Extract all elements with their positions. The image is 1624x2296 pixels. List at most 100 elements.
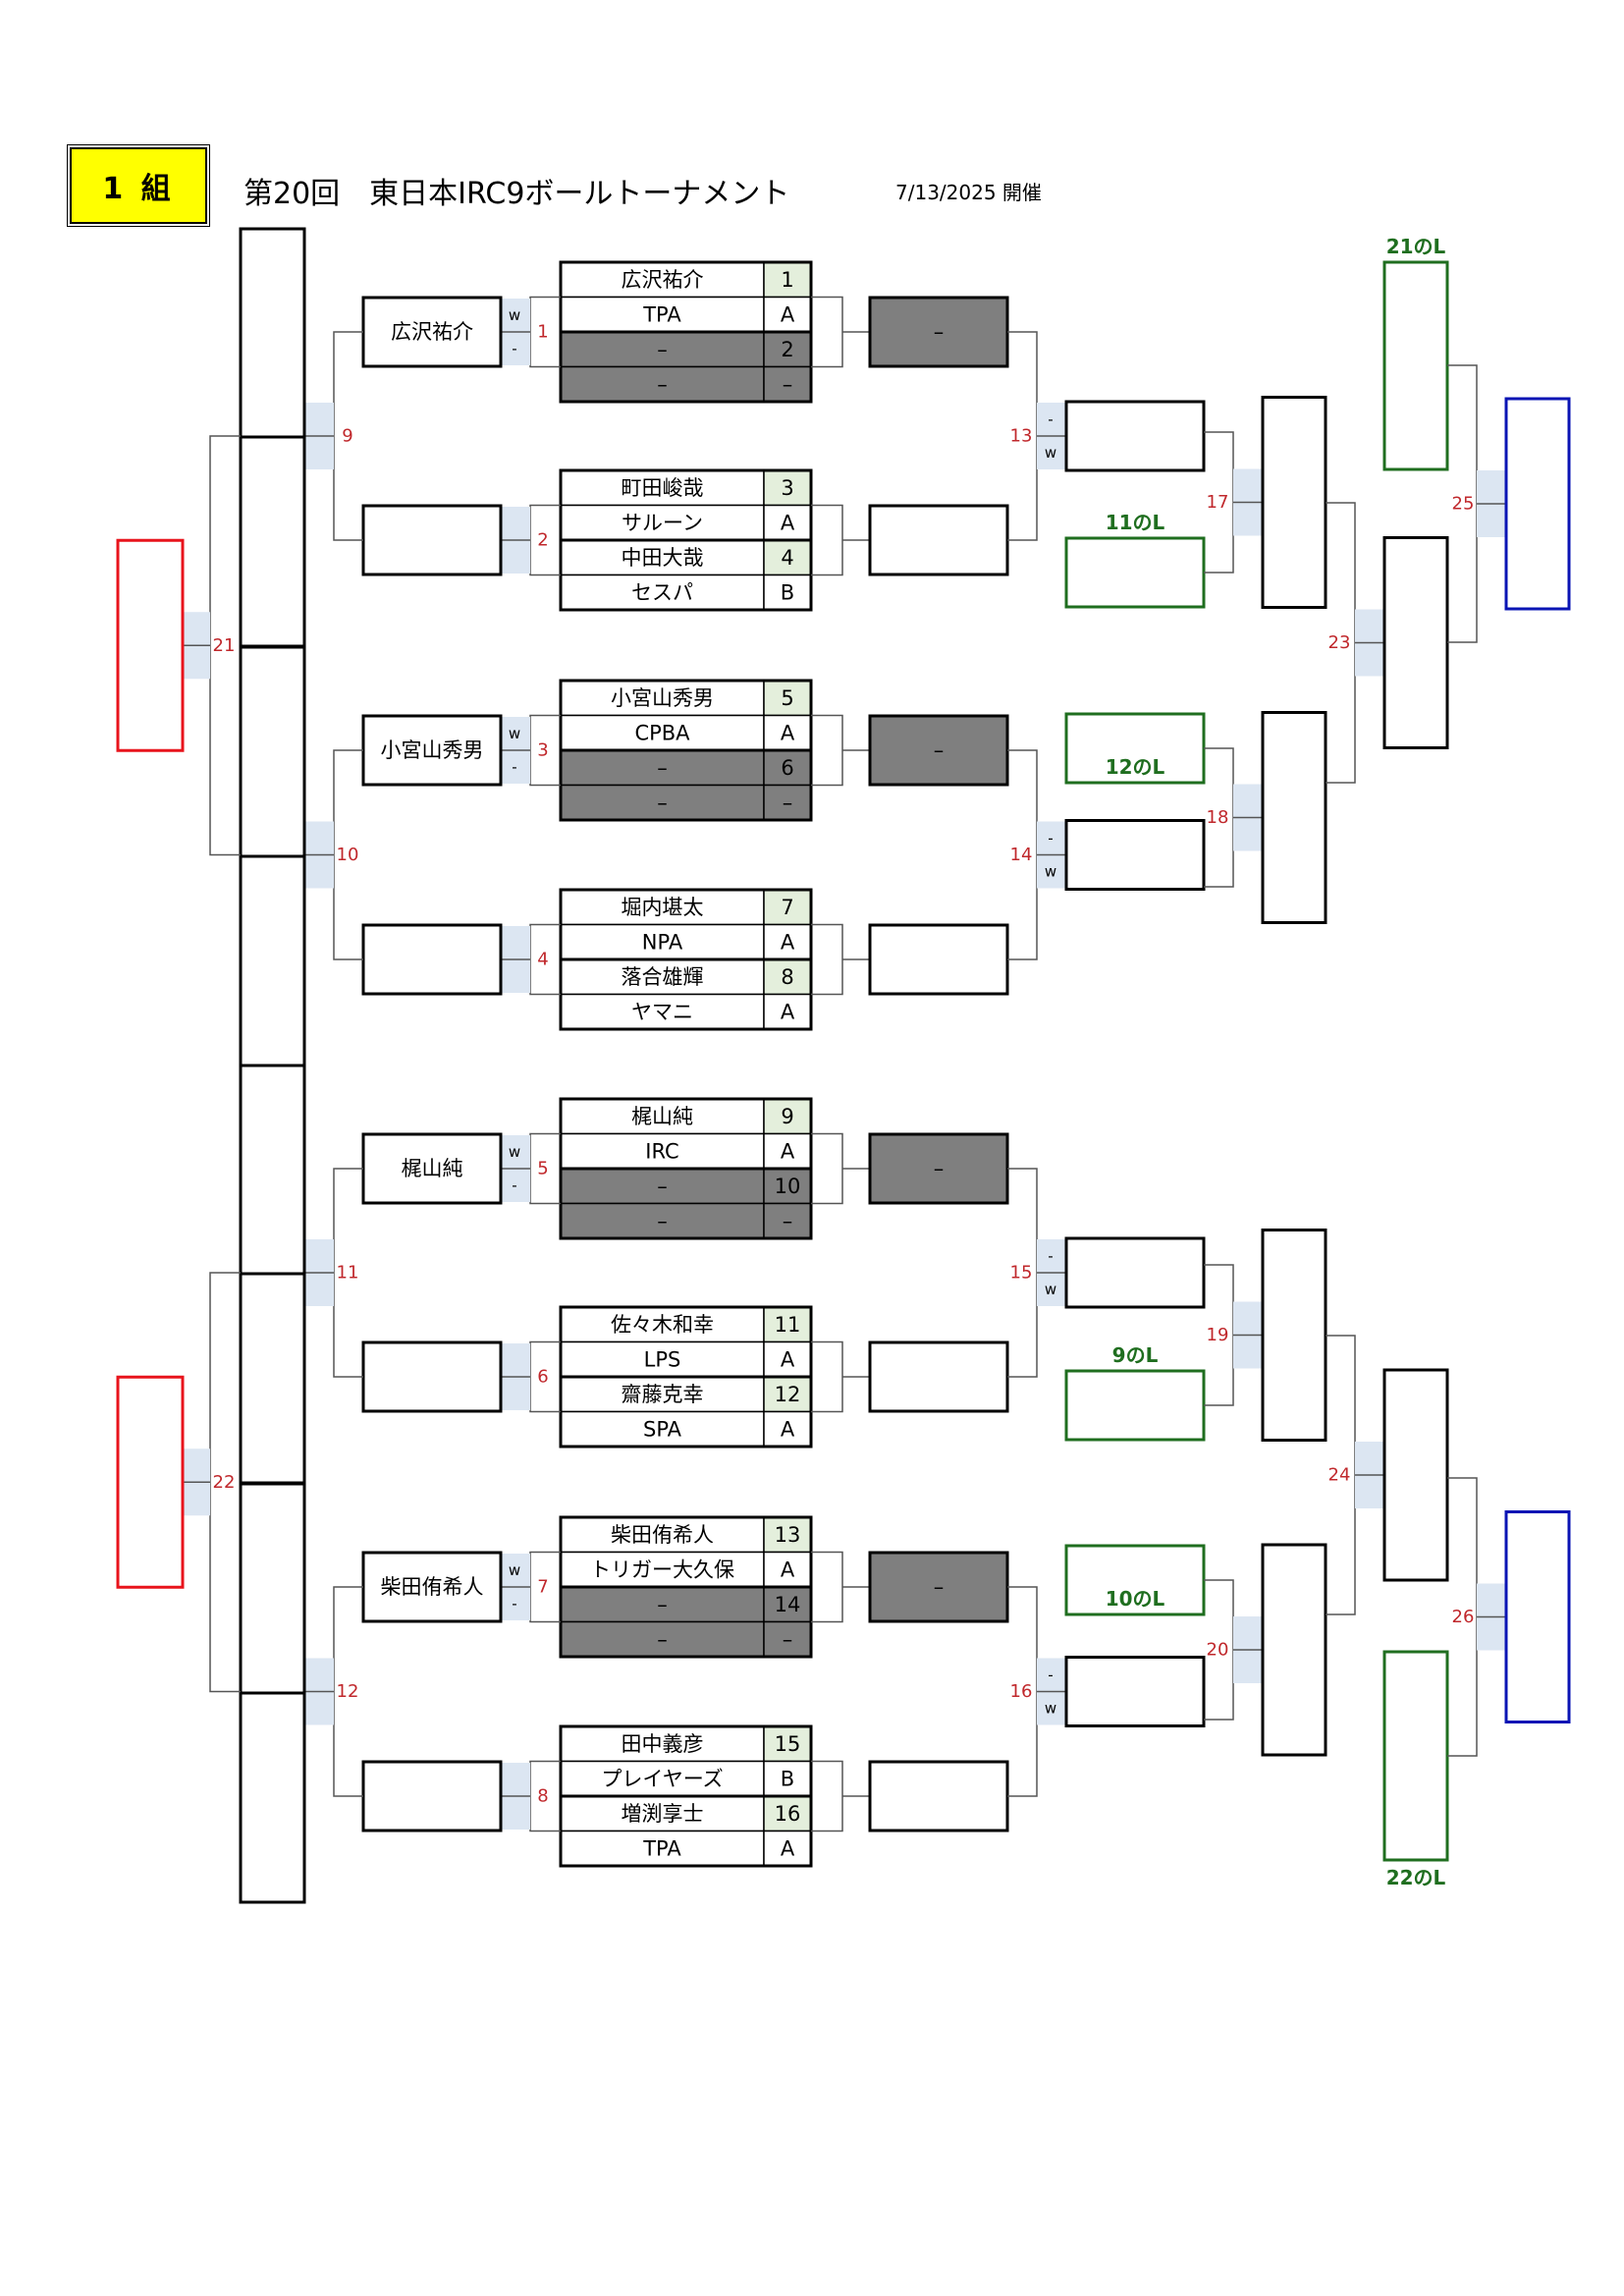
seed-value: A (781, 1836, 795, 1860)
table-bracket (811, 1551, 843, 1623)
loss-mark: - (1048, 1247, 1053, 1265)
round2-box (239, 1064, 306, 1277)
seed-value: 10 (775, 1175, 801, 1198)
loser-round-box (1064, 819, 1206, 891)
table-bracket (811, 1760, 843, 1832)
player-name-cell (560, 1410, 765, 1448)
win-mark: w (509, 306, 520, 324)
winner-box (361, 923, 503, 996)
loser-drop-box (1064, 712, 1206, 785)
seed-value: – (783, 372, 793, 396)
loser-drop-box (1064, 536, 1206, 609)
seed-cell (763, 1586, 812, 1623)
loser-drop-box (1382, 260, 1449, 471)
qualifier-box (1504, 1510, 1571, 1723)
player-name: – (657, 1209, 668, 1232)
loser-semi-box (1261, 1229, 1327, 1442)
player-name: 堀内堪太 (622, 896, 704, 919)
player-name-cell (560, 539, 765, 576)
match-number: 23 (1328, 632, 1351, 653)
seed-value: 13 (775, 1523, 801, 1547)
match-number: 16 (1010, 1681, 1033, 1702)
player-name: ヤマニ (631, 1000, 693, 1023)
player-name: SPA (643, 1417, 682, 1441)
match-number: 22 (213, 1472, 236, 1493)
loss-mark: - (1048, 410, 1053, 428)
loser-round-box (1064, 400, 1206, 472)
player-name: 齋藤克幸 (622, 1383, 704, 1406)
match-number: 6 (537, 1367, 548, 1388)
loser-semi-box (1261, 1543, 1327, 1757)
round2-box (239, 1482, 306, 1695)
player-name: LPS (644, 1347, 681, 1371)
seed-value: 7 (781, 896, 793, 919)
round2-box (239, 1691, 306, 1904)
player-name-cell (560, 1620, 765, 1658)
match-number: 20 (1207, 1640, 1229, 1661)
seed-value: – (783, 1209, 793, 1232)
loser-side-box (868, 1551, 1009, 1623)
round2-box (239, 645, 306, 858)
match-number: 4 (537, 950, 548, 970)
winner-box (361, 714, 503, 787)
player-name: 田中義彦 (622, 1732, 704, 1756)
seed-value: A (781, 1558, 795, 1581)
seed-value: 8 (781, 965, 793, 989)
seed-value: A (781, 1417, 795, 1441)
seed-value: A (781, 1139, 795, 1163)
loser-final-box (1382, 536, 1449, 749)
winner-box (361, 1760, 503, 1832)
table-bracket (811, 1340, 843, 1413)
player-name: IRC (645, 1139, 678, 1163)
winner-box (361, 296, 503, 368)
match-number: 24 (1328, 1465, 1351, 1486)
loser-side-box (868, 504, 1009, 576)
match-number: 11 (337, 1263, 359, 1284)
player-name: セスパ (631, 580, 693, 604)
match-number: 14 (1010, 845, 1033, 865)
loser-drop-label: 22のL (1386, 1866, 1446, 1889)
loss-mark: - (1048, 830, 1053, 847)
seed-value: A (781, 721, 795, 744)
loser-drop-label: 9のL (1112, 1343, 1159, 1367)
seed-value: 16 (775, 1802, 801, 1826)
player-name: – (657, 1593, 668, 1616)
win-mark: w (1045, 444, 1056, 462)
player-name: サルーン (622, 511, 703, 534)
loser-side-mark: – (934, 320, 945, 344)
player-name: プレイヤーズ (601, 1767, 723, 1790)
win-mark: w (1045, 863, 1056, 881)
win-mark: w (1045, 1281, 1056, 1298)
loser-drop-box (1064, 1544, 1206, 1616)
seed-cell (763, 1795, 812, 1832)
player-name-cell (560, 504, 765, 541)
seed-value: – (783, 791, 793, 814)
player-name: – (657, 372, 668, 396)
player-name-cell (560, 1586, 765, 1623)
seed-value: 14 (775, 1593, 801, 1616)
match-number: 21 (213, 635, 236, 656)
match-number: 7 (537, 1577, 548, 1598)
loser-side-mark: – (934, 738, 945, 762)
loss-mark: - (512, 1595, 516, 1613)
semifinal-box (116, 538, 185, 752)
seed-cell (763, 1830, 812, 1867)
loser-drop-box (1382, 1650, 1449, 1862)
win-mark: w (1045, 1700, 1056, 1718)
player-name: – (657, 756, 668, 780)
match-number: 9 (342, 426, 352, 447)
loser-side-box (868, 1132, 1009, 1205)
round2-box (239, 227, 306, 440)
semifinal-box (116, 1375, 185, 1589)
match-number: 8 (537, 1786, 548, 1807)
table-bracket (811, 296, 843, 368)
loser-drop-box (1064, 1369, 1206, 1442)
loser-semi-box (1261, 711, 1327, 924)
player-name: TPA (642, 1836, 681, 1860)
seed-cell (763, 1340, 812, 1378)
loser-side-mark: – (934, 1157, 945, 1180)
winner-name: 小宮山秀男 (381, 738, 484, 762)
seed-value: B (781, 580, 794, 604)
group-label: 1 組 (70, 147, 207, 224)
